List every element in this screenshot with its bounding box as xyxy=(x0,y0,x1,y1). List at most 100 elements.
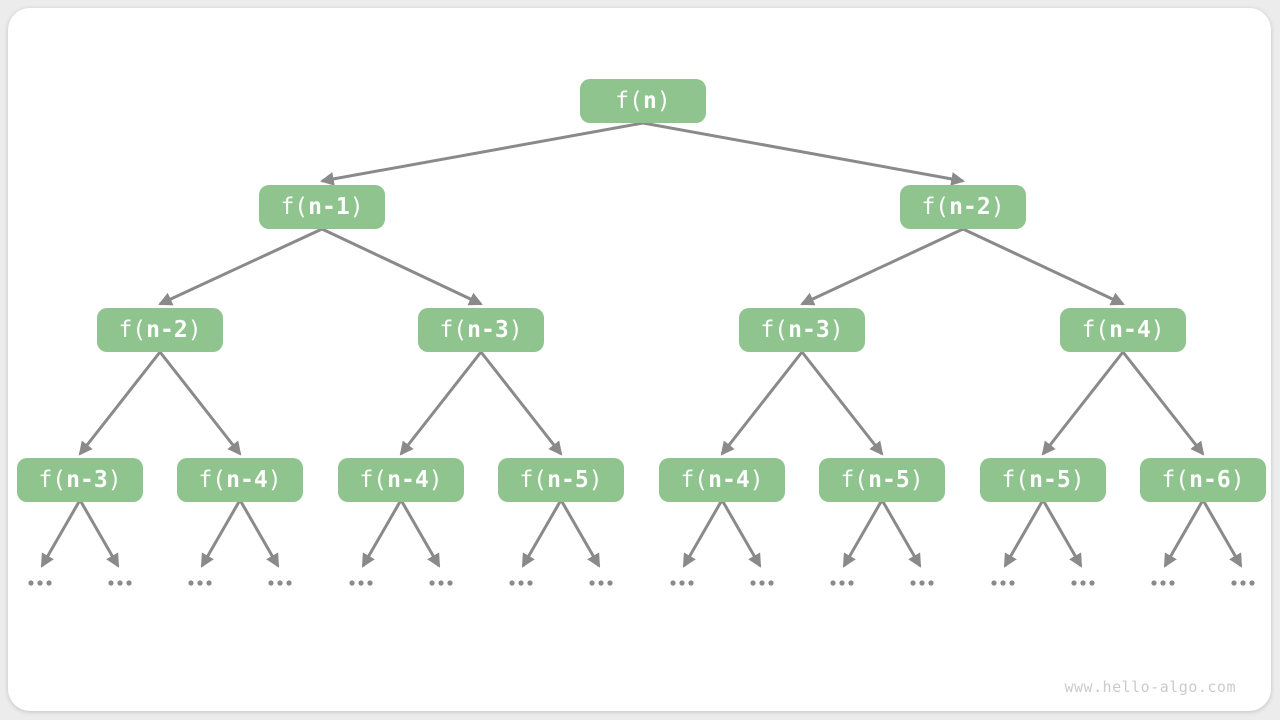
node-label: ) xyxy=(107,467,122,493)
ellipsis-dot xyxy=(1151,580,1157,586)
ellipsis-dot xyxy=(1231,580,1237,586)
ellipsis-dot xyxy=(928,580,934,586)
ellipsis-dot xyxy=(1240,580,1246,586)
ellipsis-dot xyxy=(1169,580,1175,586)
node-label: n-5 xyxy=(1029,467,1071,493)
ellipsis-dot xyxy=(598,580,604,586)
ellipsis-dot xyxy=(1071,580,1077,586)
tree-edge-arrow xyxy=(238,499,280,568)
ellipsis-dot xyxy=(1000,580,1006,586)
node-label: n-4 xyxy=(1109,317,1151,343)
node-label: f( xyxy=(519,467,548,493)
tree-edge-arrow xyxy=(479,351,563,456)
tree-node: f(n) xyxy=(580,79,706,123)
node-label: ) xyxy=(508,317,523,343)
tree-edge-arrow xyxy=(1201,499,1243,568)
ellipsis-dot xyxy=(768,580,774,586)
ellipsis-dot xyxy=(349,580,355,586)
node-label: ) xyxy=(1070,467,1085,493)
tree-edge-arrow xyxy=(40,499,82,568)
ellipsis-dot xyxy=(117,580,123,586)
ellipsis-dot xyxy=(447,580,453,586)
node-label: f( xyxy=(615,88,643,114)
node-label: f( xyxy=(680,467,709,493)
node-label: f( xyxy=(760,317,789,343)
tree-node: f(n-4) xyxy=(659,458,785,502)
tree-edge-arrow xyxy=(880,499,922,568)
tree-edge-arrow xyxy=(800,351,884,456)
node-label: n-3 xyxy=(788,317,830,343)
diagram-card xyxy=(8,8,1271,711)
ellipsis-dot xyxy=(1089,580,1095,586)
tree-edge-arrow xyxy=(361,499,403,568)
node-label: f( xyxy=(198,467,227,493)
ellipsis-dot xyxy=(589,580,595,586)
ellipsis-dot xyxy=(919,580,925,586)
ellipsis-dot xyxy=(670,580,676,586)
tree-edge-arrow xyxy=(319,121,644,186)
ellipsis-dot xyxy=(607,580,613,586)
tree-edge-arrow xyxy=(521,499,563,568)
tree-edge-arrow xyxy=(399,499,441,568)
node-label: n-5 xyxy=(868,467,910,493)
tree-node: f(n-5) xyxy=(980,458,1106,502)
tree-edge-arrow xyxy=(559,499,601,568)
ellipsis-dot xyxy=(848,580,854,586)
node-label: ) xyxy=(749,467,764,493)
tree-edge-arrow xyxy=(1163,499,1205,568)
node-label: ) xyxy=(428,467,443,493)
tree-edge-arrow xyxy=(720,499,762,568)
tree-edge-arrow xyxy=(1041,351,1125,456)
tree-node: f(n-2) xyxy=(900,185,1026,229)
ellipsis-dot xyxy=(268,580,274,586)
ellipsis-dot xyxy=(839,580,845,586)
ellipsis-dot xyxy=(1160,580,1166,586)
ellipsis-dot xyxy=(108,580,114,586)
ellipsis-dot xyxy=(358,580,364,586)
node-label: ) xyxy=(909,467,924,493)
tree-node: f(n-2) xyxy=(97,308,223,352)
node-label: ) xyxy=(349,194,364,220)
ellipsis-dot xyxy=(1080,580,1086,586)
ellipsis-dot xyxy=(750,580,756,586)
tree-edge-arrow xyxy=(642,121,966,186)
tree-edge-arrow xyxy=(399,351,483,456)
tree-edge-arrow xyxy=(158,227,323,306)
node-label: n-4 xyxy=(226,467,268,493)
tree-edge-arrow xyxy=(78,499,120,568)
node-label: f( xyxy=(439,317,468,343)
node-label: ) xyxy=(267,467,282,493)
ellipsis-dot xyxy=(197,580,203,586)
ellipsis-dot xyxy=(688,580,694,586)
tree-edge-arrow xyxy=(321,227,483,306)
node-label: ) xyxy=(1230,467,1245,493)
tree-edge-arrow xyxy=(800,227,964,306)
ellipsis-dot xyxy=(910,580,916,586)
ellipsis-dot xyxy=(126,580,132,586)
ellipsis-dot xyxy=(277,580,283,586)
ellipsis-dot xyxy=(830,580,836,586)
node-label: ) xyxy=(1150,317,1165,343)
ellipsis-dot xyxy=(46,580,52,586)
tree-node: f(n-5) xyxy=(498,458,624,502)
node-label: f( xyxy=(1161,467,1190,493)
ellipsis-dot xyxy=(1249,580,1255,586)
tree-node: f(n-4) xyxy=(338,458,464,502)
ellipsis-dot xyxy=(286,580,292,586)
tree-edge-arrow xyxy=(720,351,804,456)
node-label: ) xyxy=(990,194,1005,220)
ellipsis-dot xyxy=(759,580,765,586)
node-label: f( xyxy=(280,194,309,220)
node-label: ) xyxy=(588,467,603,493)
tree-edge-arrow xyxy=(200,499,242,568)
tree-edges xyxy=(40,121,1243,568)
node-label: n-3 xyxy=(467,317,509,343)
node-label: n-4 xyxy=(708,467,750,493)
ellipsis-dot xyxy=(509,580,515,586)
node-label: f( xyxy=(118,317,147,343)
node-label: f( xyxy=(840,467,869,493)
tree-node: f(n-3) xyxy=(17,458,143,502)
ellipsis-dot xyxy=(1009,580,1015,586)
tree-node: f(n-1) xyxy=(259,185,385,229)
tree-edge-arrow xyxy=(158,351,242,456)
